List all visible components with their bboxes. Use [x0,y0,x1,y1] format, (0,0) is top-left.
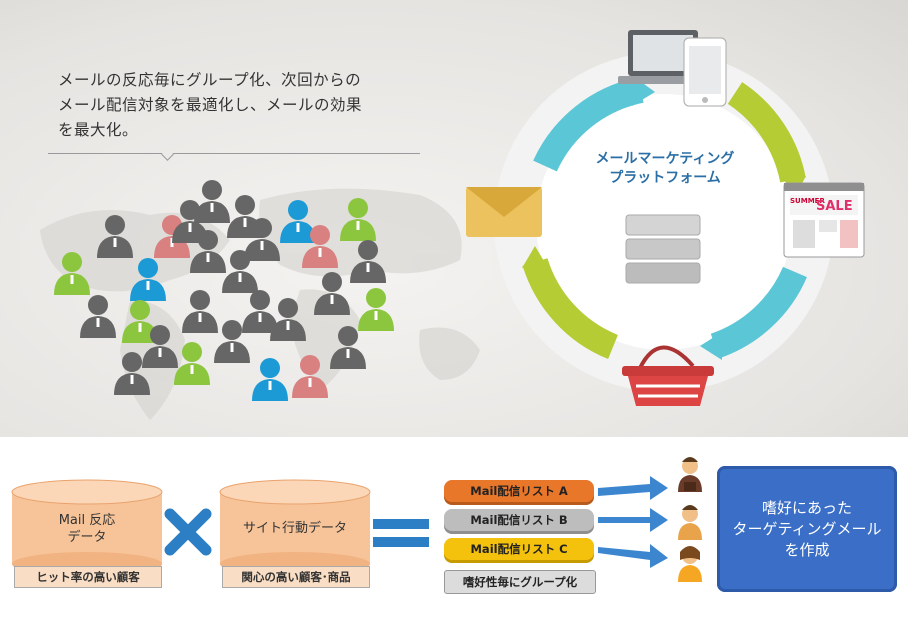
customer-person-icon [330,326,366,369]
customer-person-icon [172,200,208,243]
customer-crowd [54,180,394,401]
multiply-icon [164,508,212,556]
customer-avatar-a [678,457,702,492]
shopping-basket-icon [622,345,714,406]
mail-database-label-line: データ [67,530,107,545]
ad-sale-text: SALE [816,199,853,214]
customer-person-icon [182,290,218,333]
equals-icon [373,519,429,547]
mail-database-tag: ヒット率の高い顧客 [14,566,162,588]
mail-database-label: Mail 反応 データ [30,512,144,546]
customer-person-icon [340,198,376,241]
cycle-arc-blue-bottom [710,266,807,359]
server-icon [625,214,701,284]
result-line: を作成 [784,540,830,559]
description-divider [48,153,420,154]
cycle-arc-green-right [727,82,806,183]
customer-person-icon [114,352,150,395]
customer-person-icon [302,225,338,268]
result-line: ターゲティングメール [732,519,882,538]
ad-brand-text: SUMMER [790,197,825,205]
customer-avatar-b [678,505,702,540]
site-database-label: サイト行動データ [242,521,347,536]
customer-person-icon [292,355,328,398]
customer-person-icon [130,258,166,301]
customer-person-icon [80,295,116,338]
customer-person-icon [194,180,230,223]
mail-list-b: Mail配信リスト B [444,509,594,531]
customer-person-icon [214,320,250,363]
mail-list-a: Mail配信リスト A [444,480,594,502]
customer-person-icon [314,272,350,315]
cycle-arrowhead [700,332,722,360]
envelope-icon [466,187,542,237]
platform-title-line: プラットフォーム [609,170,721,186]
customer-person-icon [252,358,288,401]
customer-person-icon [122,300,158,343]
customer-person-icon [350,240,386,283]
platform-title: メールマーケティング プラットフォーム [565,150,765,188]
description-line: を最大化。 [58,121,139,139]
customer-person-icon [270,298,306,341]
ad-browser-icon [783,182,865,258]
cycle-arrowhead [522,246,548,268]
mail-list-c: Mail配信リスト C [444,538,594,560]
customer-person-icon [142,325,178,368]
targeting-mail-result: 嗜好にあった ターゲティングメール を作成 [717,466,897,592]
group-by-preference-label: 嗜好性毎にグループ化 [444,570,596,594]
devices-icon [618,30,727,107]
cycle-arc-blue-top [533,77,644,172]
description-line: メール配信対象を最適化し、メールの効果 [58,96,363,114]
customer-avatar-c [678,546,702,582]
customer-person-icon [222,250,258,293]
result-line: 嗜好にあった [761,498,852,517]
description-line: メールの反応毎にグループ化、次回からの [58,71,362,89]
customer-person-icon [97,215,133,258]
flow-arrows [598,476,668,568]
customer-person-icon [244,218,280,261]
description-text: メールの反応毎にグループ化、次回からの メール配信対象を最適化し、メールの効果 … [58,68,418,143]
customer-person-icon [242,290,278,333]
customer-person-icon [190,230,226,273]
mail-reaction-database [11,479,163,576]
platform-title-line: メールマーケティング [595,151,735,167]
customer-person-icon [358,288,394,331]
mail-database-label-line: Mail 反応 [58,513,116,528]
cycle-arc-green-left [522,257,619,360]
customer-person-icon [54,252,90,295]
customer-person-icon [280,200,316,243]
customer-person-icon [174,342,210,385]
site-database-tag: 関心の高い顧客･商品 [222,566,370,588]
